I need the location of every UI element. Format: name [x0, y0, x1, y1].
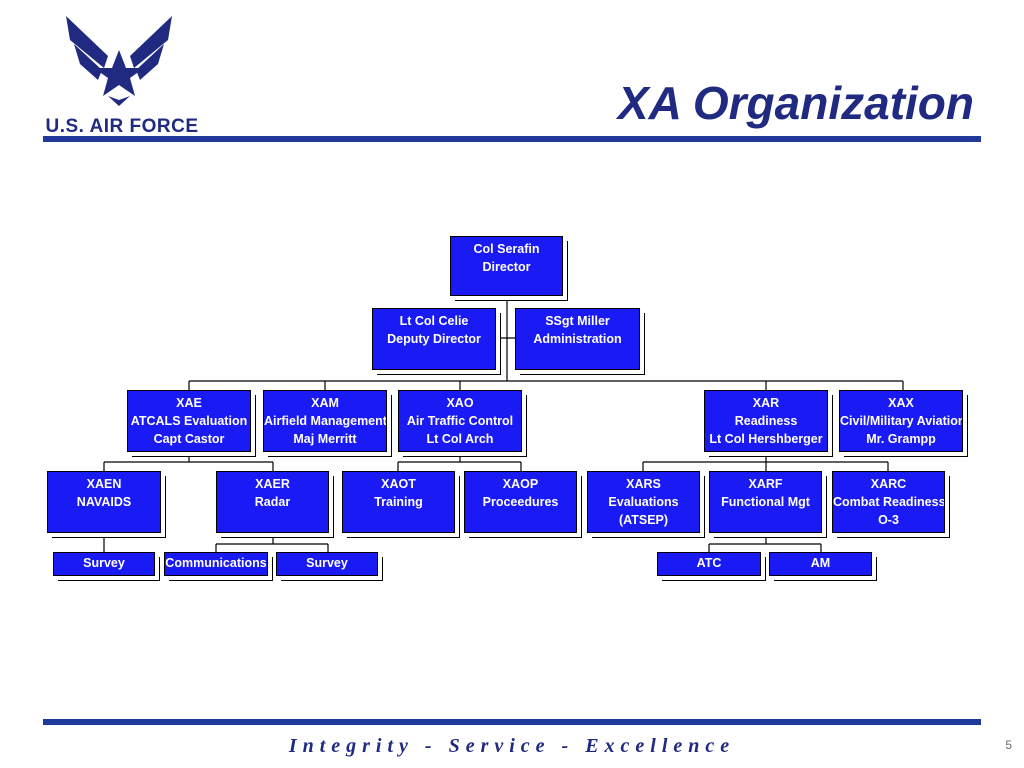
footer-motto: Integrity - Service - Excellence: [288, 735, 736, 757]
org-box-am: AM: [769, 552, 872, 576]
box-line: Functional Mgt: [721, 495, 810, 509]
org-box-xars: XARS Evaluations (ATSEP): [587, 471, 700, 533]
org-box-xar: XAR Readiness Lt Col Hershberger: [704, 390, 828, 452]
box-line: XARF: [748, 477, 783, 491]
box-line: Administration: [533, 332, 622, 346]
box-line: Communications: [165, 556, 267, 570]
box-line: Mr. Grampp: [866, 432, 936, 446]
air-force-wings-icon: [66, 16, 172, 106]
box-line: ATC: [696, 556, 722, 570]
org-box-xao: XAO Air Traffic Control Lt Col Arch: [398, 390, 522, 452]
box-line: (ATSEP): [618, 513, 669, 527]
logo-text: U.S. AIR FORCE: [45, 116, 199, 137]
page-number: 5: [1005, 738, 1012, 752]
box-line: Civil/Military Aviation: [840, 414, 963, 428]
box-line: Lt Col Hershberger: [709, 432, 823, 446]
org-box-xarc: XARC Combat Readiness O-3: [832, 471, 945, 533]
org-box-atc: ATC: [657, 552, 761, 576]
box-line: XAX: [888, 396, 914, 410]
org-box-xarf: XARF Functional Mgt: [709, 471, 822, 533]
box-line: Lt Col Arch: [426, 432, 494, 446]
box-line: Col Serafin: [473, 242, 540, 256]
box-line: Readiness: [734, 414, 798, 428]
org-box-deputy-director: Lt Col Celie Deputy Director: [372, 308, 496, 370]
box-line: Training: [374, 495, 423, 509]
org-box-xaot: XAOT Training: [342, 471, 455, 533]
box-line: Capt Castor: [153, 432, 225, 446]
bottom-divider: [43, 719, 981, 725]
org-box-xax: XAX Civil/Military Aviation Mr. Grampp: [839, 390, 963, 452]
box-line: SSgt Miller: [545, 314, 610, 328]
org-box-xam: XAM Airfield Management Maj Merritt: [263, 390, 387, 452]
box-line: Air Traffic Control: [406, 414, 514, 428]
org-box-administration: SSgt Miller Administration: [515, 308, 640, 370]
org-box-survey-xaer: Survey: [276, 552, 378, 576]
box-line: XAO: [446, 396, 474, 410]
box-line: Evaluations: [608, 495, 679, 509]
box-line: Deputy Director: [387, 332, 481, 346]
box-line: ATCALS Evaluation: [130, 414, 248, 428]
box-line: XARC: [870, 477, 907, 491]
box-line: Airfield Management: [264, 414, 387, 428]
box-line: Combat Readiness: [833, 495, 945, 509]
air-force-logo: U.S. AIR FORCE: [40, 8, 200, 138]
box-line: XAOP: [502, 477, 539, 491]
box-line: Proceedures: [482, 495, 559, 509]
box-line: AM: [810, 556, 831, 570]
org-box-xaen: XAEN NAVAIDS: [47, 471, 161, 533]
box-line: XAE: [176, 396, 202, 410]
box-line: Survey: [306, 556, 348, 570]
box-line: Radar: [254, 495, 291, 509]
page-title: XA Organization: [617, 77, 974, 129]
box-line: XAM: [311, 396, 339, 410]
org-box-xaop: XAOP Proceedures: [464, 471, 577, 533]
top-divider: [43, 136, 981, 142]
box-line: Survey: [83, 556, 125, 570]
box-line: Maj Merritt: [293, 432, 357, 446]
box-line: XAER: [255, 477, 290, 491]
org-box-xaer: XAER Radar: [216, 471, 329, 533]
org-box-communications: Communications: [164, 552, 268, 576]
org-box-xae: XAE ATCALS Evaluation Capt Castor: [127, 390, 251, 452]
box-line: NAVAIDS: [76, 495, 132, 509]
org-box-survey-xaen: Survey: [53, 552, 155, 576]
box-line: Lt Col Celie: [399, 314, 469, 328]
box-line: Director: [482, 260, 531, 274]
box-line: XAR: [752, 396, 780, 410]
box-line: O-3: [878, 513, 899, 527]
org-box-director: Col Serafin Director: [450, 236, 563, 296]
box-line: XAEN: [86, 477, 122, 491]
box-line: XARS: [626, 477, 661, 491]
box-line: XAOT: [381, 477, 416, 491]
